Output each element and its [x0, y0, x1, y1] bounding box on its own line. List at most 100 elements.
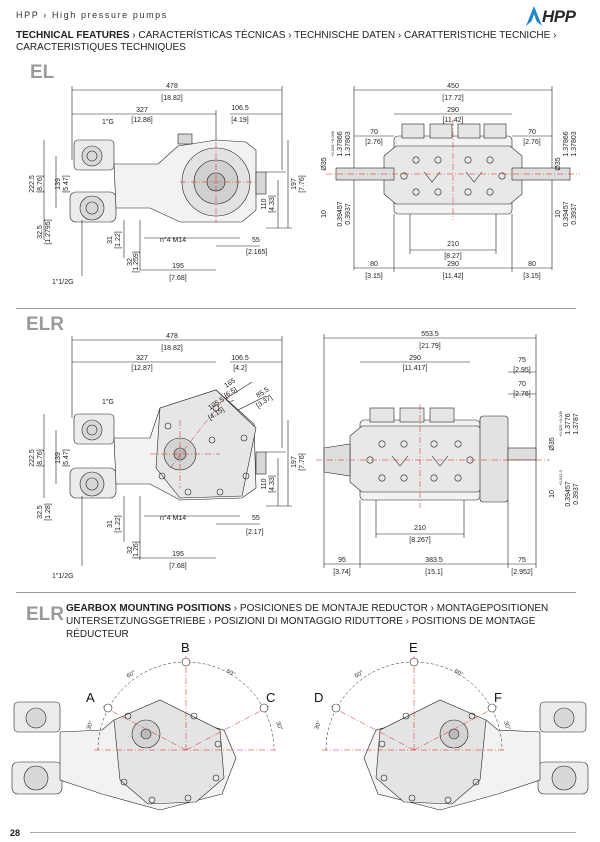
angle-label: 60° — [126, 670, 137, 680]
section-divider — [16, 308, 576, 309]
dim-text: 1"G — [102, 119, 114, 126]
position-label: C — [266, 690, 275, 705]
dim-text: [2.76] — [365, 139, 383, 146]
dim-text: [1.22] — [115, 231, 122, 249]
dim-text: +0.025 +0.009 — [330, 130, 335, 157]
angle-label: 60° — [453, 669, 464, 679]
dim-text: 70 — [518, 381, 526, 388]
angle-label: 30° — [502, 721, 511, 732]
dim-text: [5.47] — [63, 449, 70, 467]
dim-text: [18.82] — [161, 95, 182, 102]
elr-front-view-drawing: 553.5 [21.79] 290 [11.417] 75 [2.95] 70 … — [316, 331, 580, 576]
dim-text: 290 — [447, 107, 459, 114]
dim-text: [18.82] — [161, 345, 182, 352]
dim-text: [4.33] — [269, 195, 276, 213]
dim-text: [1.259] — [133, 251, 140, 272]
dim-text: 0.39457 — [563, 201, 570, 226]
tech-title-lead: TECHNICAL FEATURES — [16, 30, 130, 41]
dim-text: 31 — [107, 520, 114, 528]
dim-text: 1"G — [102, 399, 114, 406]
footer-divider — [30, 832, 576, 833]
gearbox-title-rest: › POSICIONES DE MONTAJE REDUCTOR › MONTA… — [66, 603, 549, 640]
dim-text: [12.87] — [131, 365, 152, 372]
dim-text: [4.19] — [231, 117, 249, 124]
dim-text: [11.42] — [443, 273, 464, 280]
dim-text: [3.15] — [523, 273, 541, 280]
dim-text: +0.025 +0.009 — [558, 410, 563, 437]
dim-text: [4.2] — [233, 365, 247, 372]
hpp-logo: HPP — [524, 4, 588, 30]
dim-text: 55 — [252, 237, 260, 244]
dim-text: [11.417] — [403, 365, 428, 372]
angle-label: 30° — [274, 721, 283, 732]
dim-text: 1.3776 — [565, 413, 572, 435]
angle-label: 30° — [86, 720, 95, 731]
brand-line: HPP › High pressure pumps — [16, 10, 168, 20]
dim-text: n°4 M14 — [160, 514, 186, 522]
dim-text: [2.76] — [513, 391, 531, 398]
el-front-view-drawing: 450 [17.72] 290 [11.42] 70 [2.76] 70 [2.… — [321, 83, 580, 280]
elr-side-view-drawing: 478 [18.82] 327 [12.87] 106.5 [4.2] 165 … — [29, 333, 306, 580]
dim-text: [7.68] — [169, 275, 187, 282]
dim-text: [17.72] — [442, 95, 463, 102]
dim-text: 0.3937 — [571, 203, 578, 225]
dim-text: 10 — [321, 210, 328, 218]
dim-text: Ø35 — [321, 157, 328, 170]
tech-title-rest: › CARACTERÍSTICAS TÉCNICAS › TECHNISCHE … — [16, 30, 557, 53]
el-side-view-drawing: 478 [18.82] 327 [12.88] 106.5 [4.19] 1"G… — [29, 83, 306, 286]
dim-text: 553.5 — [421, 331, 439, 338]
dim-text: 478 — [166, 333, 178, 340]
section-label-el: EL — [30, 62, 55, 83]
dim-text: 1.37803 — [571, 131, 578, 156]
dim-text: 10 — [555, 210, 562, 218]
position-label: B — [181, 640, 190, 655]
dim-text: 222.5 — [29, 449, 36, 467]
dim-text: [7.68] — [169, 563, 187, 570]
dim-text: 1.37866 — [563, 131, 570, 156]
dim-text: 327 — [136, 107, 148, 114]
dim-text: 70 — [370, 129, 378, 136]
dim-text: 95 — [338, 557, 346, 564]
dim-text: 222.5 — [29, 175, 36, 193]
dim-text: [21.79] — [419, 343, 440, 350]
dim-text: 197 — [291, 456, 298, 468]
dim-text: Ø35 — [549, 437, 556, 450]
dim-text: 31 — [107, 236, 114, 244]
dim-text: 1"1/2G — [52, 279, 74, 286]
dim-text: [8.76] — [37, 449, 44, 467]
dim-text: 80 — [528, 261, 536, 268]
dim-text: 70 — [528, 129, 536, 136]
section-label-elr-gearbox: ELR — [26, 604, 64, 625]
dim-text: [3.15] — [365, 273, 383, 280]
hpp-logo-icon — [526, 6, 542, 26]
dim-text: 478 — [166, 83, 178, 90]
dim-text: 32.5 — [37, 505, 44, 519]
angle-label: 30° — [314, 720, 323, 731]
dim-text: 0.39457 — [565, 481, 572, 506]
dim-text: 210 — [447, 241, 459, 248]
dim-text: 0.39457 — [337, 201, 344, 226]
dim-text: [7.76] — [299, 175, 306, 193]
dim-text: 75 — [518, 357, 526, 364]
dim-text: 80 — [370, 261, 378, 268]
dim-text: Ø35 — [555, 157, 562, 170]
dim-text: [1.28] — [45, 503, 52, 521]
gearbox-mounting-title: GEARBOX MOUNTING POSITIONS › POSICIONES … — [66, 602, 586, 641]
dim-text: [1.22] — [115, 515, 122, 533]
dim-text: [4.33] — [269, 475, 276, 493]
section-divider — [16, 592, 576, 593]
dim-text: [1.2795] — [45, 219, 52, 244]
dim-text: 197 — [291, 178, 298, 190]
dim-text: 139 — [55, 178, 62, 190]
dim-text: [8.76] — [37, 175, 44, 193]
dim-text: 210 — [414, 525, 426, 532]
gearbox-positions-drawing: B A C 30° 60° 60° 30° D E F 30° 60° 60° … — [11, 640, 589, 811]
position-label: D — [314, 690, 323, 705]
position-label: E — [409, 640, 418, 655]
dim-text: 139 — [55, 452, 62, 464]
dim-text: 0.3937 — [573, 483, 580, 505]
dim-text: n°4 M14 — [160, 236, 186, 244]
dim-text: [1.26] — [133, 541, 140, 559]
dim-text: 383.5 — [425, 557, 443, 564]
dim-text: [11.42] — [443, 117, 464, 124]
